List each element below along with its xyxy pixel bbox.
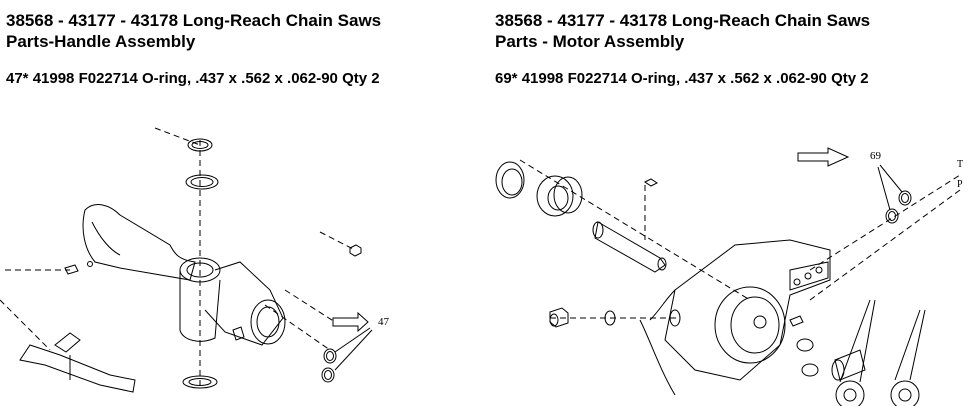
axis-label-t: T [957,159,963,170]
part-description: 69* 41998 F022714 O-ring, .437 x .562 x … [495,70,869,87]
callout-number: 47 [378,316,390,328]
callout-number: 69 [870,150,882,162]
title-line-1: 38568 - 43177 - 43178 Long-Reach Chain S… [495,11,871,30]
handle-assembly-title: 38568 - 43177 - 43178 Long-Reach Chain S… [6,10,381,52]
motor-assembly-panel: 38568 - 43177 - 43178 Long-Reach Chain S… [490,0,971,406]
title-line-2: Parts-Handle Assembly [6,32,196,51]
right-arrow-icon [797,147,850,167]
handle-assembly-panel: 38568 - 43177 - 43178 Long-Reach Chain S… [0,0,480,406]
title-line-1: 38568 - 43177 - 43178 Long-Reach Chain S… [6,11,382,30]
motor-assembly-title: 38568 - 43177 - 43178 Long-Reach Chain S… [495,10,870,52]
right-arrow-icon [332,311,369,333]
motor-assembly-diagram: 69 T P [495,147,963,406]
handle-assembly-diagram: 47 [0,127,390,393]
axis-label-p: P [957,179,963,190]
part-description: 47* 41998 F022714 O-ring, .437 x .562 x … [6,70,380,87]
title-line-2: Parts - Motor Assembly [495,32,685,51]
